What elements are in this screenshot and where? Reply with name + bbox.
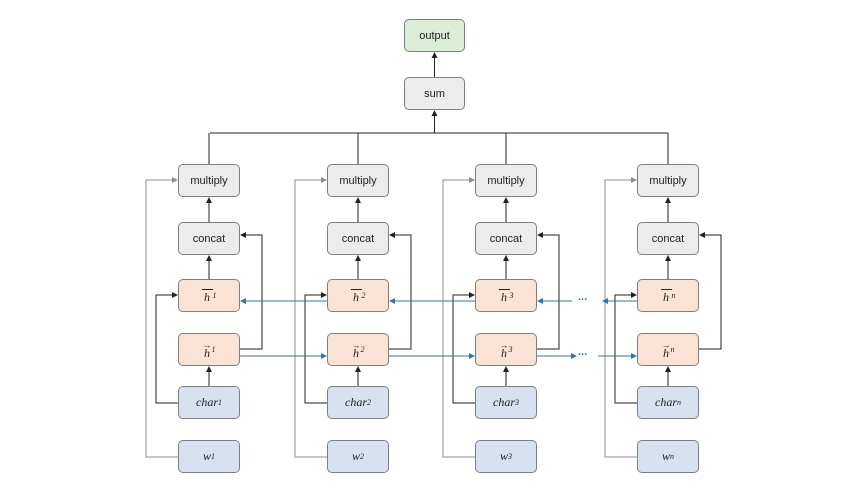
concat-label: concat [651,232,685,245]
multiply-label: multiply [339,174,377,187]
arrow-char-to-hback-2 [304,292,327,404]
multiply-box-4: multiply [637,164,699,197]
concat-box-3: concat [475,222,537,255]
concat-box-1: concat [178,222,240,255]
word-label: w [351,449,360,463]
multiply-label: multiply [649,174,687,187]
backward-hidden-label: h [350,288,362,303]
multiply-label: multiply [190,174,228,187]
sum-label: sum [424,87,445,100]
arrow-char-to-hback-1 [155,292,178,404]
sum-box: sum [404,77,465,110]
backward-hidden-label: h [660,288,672,303]
backward-hidden-label: h [201,288,213,303]
arrow-hfwd-to-concat-3 [537,232,560,350]
concat-label: concat [192,232,226,245]
concat-box-4: concat [637,222,699,255]
word-label: w [499,449,508,463]
word-label: w [661,449,670,463]
multiply-label: multiply [487,174,525,187]
char-label: char [196,395,218,409]
arrow-hfwd-to-concat-1 [240,232,263,350]
multiply-box-2: multiply [327,164,389,197]
concat-label: concat [341,232,375,245]
concat-label: concat [489,232,523,245]
char-label: char [345,395,367,409]
concat-box-2: concat [327,222,389,255]
forward-hidden-label: →h [351,339,361,360]
ellipsis-backward: ... [578,291,588,303]
arrow-word-to-multiply-3 [442,177,475,458]
arrow-word-to-multiply-2 [294,177,327,458]
forward-hidden-label: →h [202,339,212,360]
ellipsis-forward: ... [578,346,588,358]
arrow-char-to-hback-4 [614,292,637,404]
arrow-word-to-multiply-1 [145,177,178,458]
arrow-hfwd-to-concat-4 [699,232,722,350]
word-label: w [202,449,211,463]
output-label: output [419,29,450,42]
char-label: char [655,395,677,409]
arrow-word-to-multiply-4 [604,177,637,458]
multiply-box-1: multiply [178,164,240,197]
forward-hidden-label: →h [661,339,671,360]
backward-hidden-label: h [498,288,510,303]
forward-hidden-label: →h [499,339,509,360]
arrow-char-to-hback-3 [452,292,475,404]
char-label: char [493,395,515,409]
arrow-hfwd-to-concat-2 [389,232,412,350]
output-box: output [404,19,465,52]
multiply-box-3: multiply [475,164,537,197]
